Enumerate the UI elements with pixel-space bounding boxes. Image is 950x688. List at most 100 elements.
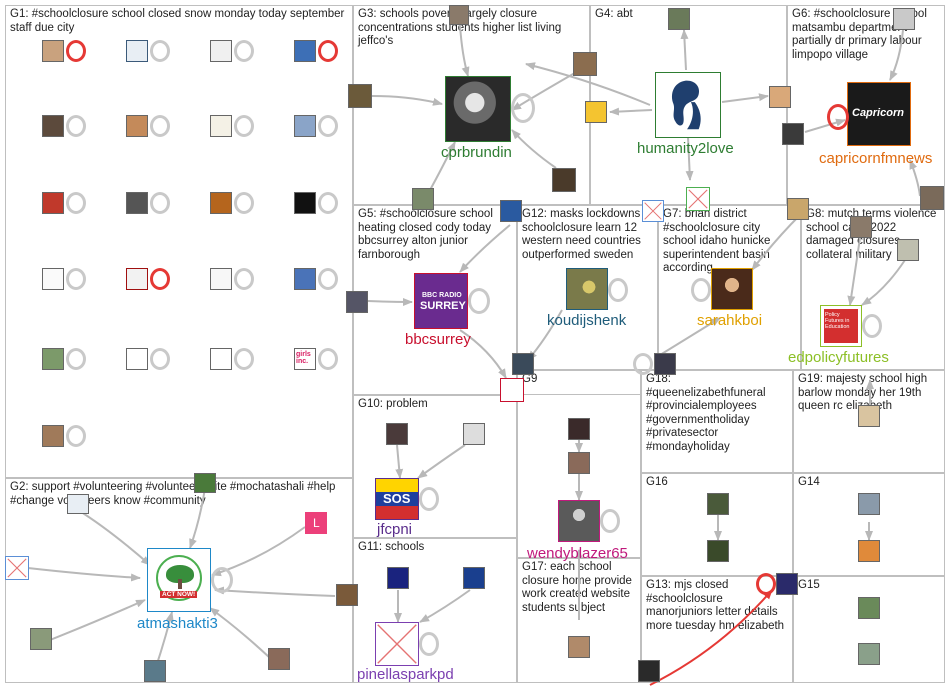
user-node[interactable] [920, 186, 944, 210]
user-node[interactable] [668, 8, 690, 30]
koudijshenk-node[interactable] [566, 268, 608, 310]
user-node[interactable] [858, 597, 880, 619]
user-node[interactable] [500, 200, 522, 222]
user-node[interactable] [346, 291, 368, 313]
user-node[interactable] [42, 268, 64, 290]
user-node[interactable] [194, 473, 216, 493]
atmashakti3-label: atmashakti3 [137, 615, 218, 632]
user-node[interactable] [500, 378, 524, 402]
user-node[interactable] [568, 636, 590, 658]
user-node[interactable] [638, 660, 660, 682]
user-node[interactable] [787, 198, 809, 220]
pinellasparkpd-label: pinellasparkpd [357, 666, 454, 683]
group-g2: G2: support #volunteering #volunteer wri… [5, 478, 353, 683]
self-loop-ring [468, 288, 490, 314]
user-node[interactable] [776, 573, 798, 595]
humanity2love-label: humanity2love [637, 140, 734, 157]
user-node[interactable] [126, 268, 148, 290]
user-node[interactable] [412, 188, 434, 210]
user-node[interactable]: L [305, 512, 327, 534]
group-label: G5: #schoolclosure school heating closed… [358, 208, 493, 261]
girls-inc-node[interactable]: girls inc. [294, 348, 316, 370]
user-node[interactable] [449, 5, 469, 25]
user-node[interactable] [897, 239, 919, 261]
group-label: G14 [798, 476, 820, 488]
user-node[interactable] [210, 192, 232, 214]
user-node[interactable] [42, 192, 64, 214]
user-node[interactable] [42, 40, 64, 62]
user-node[interactable] [654, 353, 676, 375]
user-node[interactable] [144, 660, 166, 682]
cprbrundin-node[interactable] [445, 76, 511, 142]
user-node[interactable] [850, 216, 872, 238]
group-g17: G17: each school closure home provide wo… [517, 558, 641, 683]
user-node[interactable] [707, 540, 729, 562]
edpolicyfutures-node[interactable]: Policy Futures in Education [820, 305, 862, 347]
wendyblazer65-node[interactable] [558, 500, 600, 542]
pinellasparkpd-node[interactable] [375, 622, 419, 666]
user-node[interactable] [348, 84, 372, 108]
sarahkboi-node[interactable] [711, 268, 753, 310]
user-node[interactable] [573, 52, 597, 76]
user-node[interactable] [294, 40, 316, 62]
user-node[interactable] [585, 101, 607, 123]
user-node[interactable] [782, 123, 804, 145]
user-node[interactable] [707, 493, 729, 515]
user-node[interactable] [42, 425, 64, 447]
user-node[interactable] [858, 643, 880, 665]
group-label: G18: #queenelizabethfuneral #provinciale… [646, 373, 766, 453]
user-node[interactable] [568, 452, 590, 474]
user-node[interactable] [858, 540, 880, 562]
user-node[interactable] [858, 405, 880, 427]
user-node[interactable] [126, 192, 148, 214]
group-label: G8: mutch terms violence school carol 20… [806, 208, 937, 261]
user-node[interactable] [512, 353, 534, 375]
user-node[interactable] [42, 115, 64, 137]
user-node[interactable] [210, 115, 232, 137]
user-node[interactable] [126, 348, 148, 370]
user-node[interactable] [463, 567, 485, 589]
user-node[interactable] [294, 115, 316, 137]
user-node[interactable] [386, 423, 408, 445]
self-loop-ring [66, 40, 86, 62]
user-node[interactable] [893, 8, 915, 30]
humanity2love-node[interactable] [655, 72, 721, 138]
user-node[interactable] [126, 115, 148, 137]
user-node[interactable] [552, 168, 576, 192]
act-now-text: ACT NOW! [160, 591, 198, 598]
group-g1: G1: #schoolclosure school closed snow mo… [5, 5, 353, 478]
user-node[interactable] [294, 268, 316, 290]
user-node[interactable] [568, 418, 590, 440]
user-node[interactable] [336, 584, 358, 606]
user-node[interactable] [463, 423, 485, 445]
broken-image-icon [688, 189, 708, 209]
group-label: G2: support #volunteering #volunteer wri… [10, 481, 336, 507]
missing-image-node[interactable] [642, 200, 664, 222]
broken-image-icon [644, 202, 662, 220]
self-loop-ring [511, 93, 535, 123]
user-node[interactable] [42, 348, 64, 370]
user-node[interactable] [387, 567, 409, 589]
broken-image-icon [377, 624, 417, 664]
user-node[interactable] [67, 494, 89, 514]
jfcpni-node[interactable]: SOS [375, 478, 419, 520]
missing-image-node[interactable] [686, 187, 710, 211]
bbcsurrey-node[interactable]: BBC RADIO SURREY [414, 273, 468, 329]
atmashakti3-node[interactable]: ACT NOW! [147, 548, 211, 612]
user-node[interactable] [126, 40, 148, 62]
self-loop-ring [600, 509, 620, 533]
capricornfmnews-node[interactable]: Capricorn [847, 82, 911, 146]
self-loop-ring [66, 348, 86, 370]
user-node[interactable] [210, 268, 232, 290]
user-node[interactable] [294, 192, 316, 214]
self-loop-ring [234, 115, 254, 137]
missing-image-node[interactable] [5, 556, 29, 580]
self-loop-ring [150, 40, 170, 62]
self-loop-ring [234, 192, 254, 214]
user-node[interactable] [30, 628, 52, 650]
user-node[interactable] [210, 348, 232, 370]
user-node[interactable] [858, 493, 880, 515]
user-node[interactable] [210, 40, 232, 62]
user-node[interactable] [769, 86, 791, 108]
user-node[interactable] [268, 648, 290, 670]
